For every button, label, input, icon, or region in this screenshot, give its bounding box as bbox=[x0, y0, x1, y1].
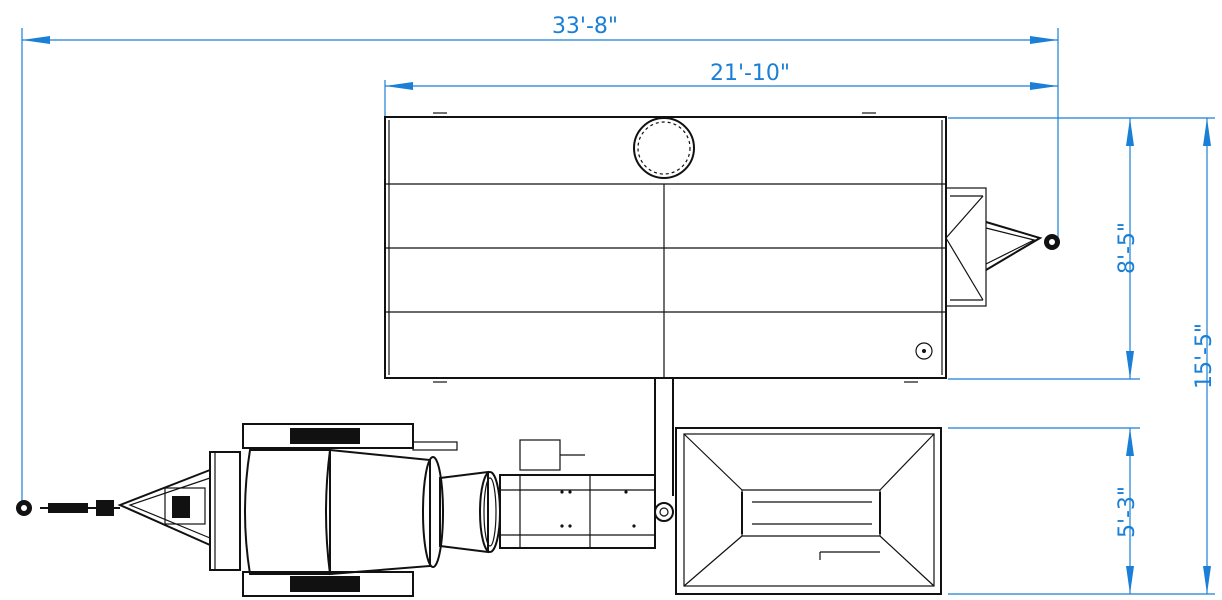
tank-trailer bbox=[384, 112, 947, 383]
dimension-overall-width-label: 15'-5" bbox=[1192, 323, 1217, 389]
swivel-joint-icon bbox=[654, 502, 674, 522]
dimension-tank-width-label: 8'-5" bbox=[1115, 222, 1140, 274]
mixer-drum bbox=[244, 448, 501, 576]
drain-port-icon bbox=[915, 342, 933, 360]
dimension-overall-length-label: 33'-8" bbox=[552, 14, 618, 39]
dimension-overall-width: 15'-5" bbox=[1140, 117, 1217, 595]
dimension-hopper-width: 5'-3" bbox=[948, 427, 1140, 595]
mixer-hitch-eye-icon bbox=[16, 500, 32, 516]
manhole-icon bbox=[633, 117, 695, 179]
dimension-tank-width: 8'-5" bbox=[948, 117, 1140, 380]
mixer-tongue bbox=[40, 469, 211, 546]
conveyor-section bbox=[499, 439, 656, 549]
hopper bbox=[675, 427, 942, 595]
dimension-hopper-width-label: 5'-3" bbox=[1115, 486, 1140, 538]
tank-tongue bbox=[945, 187, 1043, 307]
dimension-overall-length: 33'-8" bbox=[21, 14, 1059, 510]
connecting-drawbar bbox=[654, 378, 674, 496]
tank-hitch-eye-icon bbox=[1044, 234, 1060, 250]
mixer-frame bbox=[209, 423, 458, 597]
dimension-tank-length: 21'-10" bbox=[384, 61, 1058, 186]
dimension-tank-length-label: 21'-10" bbox=[710, 61, 790, 86]
